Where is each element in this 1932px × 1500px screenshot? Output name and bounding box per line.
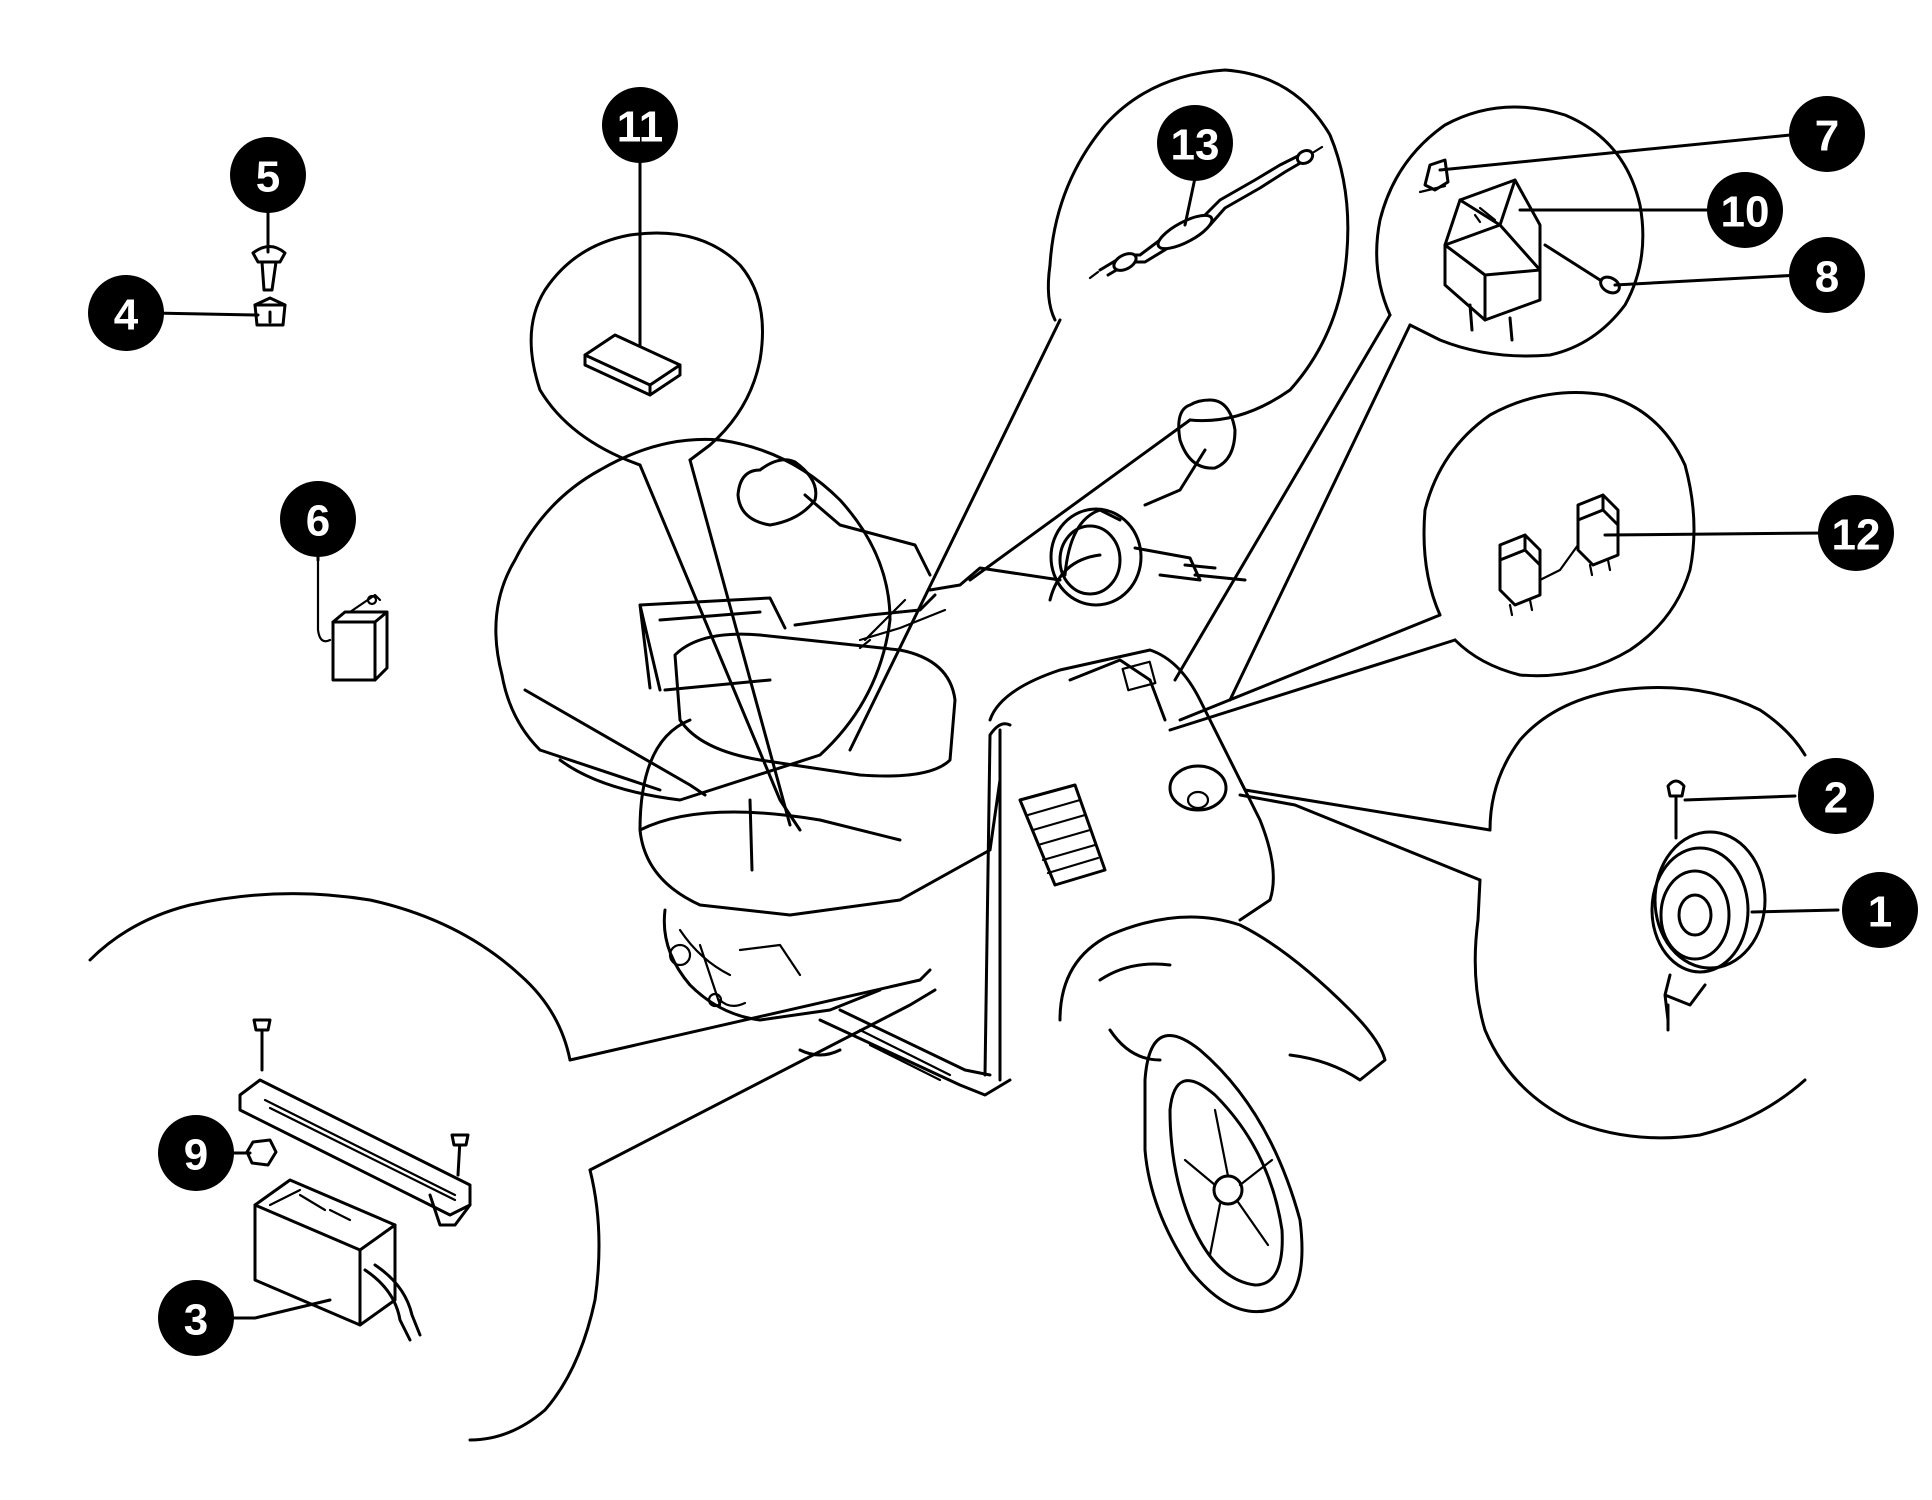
callout-11-badge bbox=[602, 87, 678, 163]
detail-circle-1-2 bbox=[1238, 686, 1807, 1140]
callout-2-label: 2 bbox=[1824, 774, 1848, 823]
detail-views bbox=[88, 68, 1807, 1442]
callout-9-label: 9 bbox=[184, 1131, 208, 1180]
callout-9-badge bbox=[158, 1115, 234, 1191]
scooter-illustration bbox=[638, 398, 1387, 1314]
callout-2-badge bbox=[1798, 758, 1874, 834]
callout-12-label: 12 bbox=[1832, 511, 1881, 560]
callout-9: 9 bbox=[158, 1115, 234, 1191]
callout-4-badge bbox=[88, 275, 164, 351]
detail-circle-13 bbox=[848, 68, 1350, 752]
callout-5-badge bbox=[230, 137, 306, 213]
callout-13-label: 13 bbox=[1171, 121, 1220, 170]
callout-7-badge bbox=[1789, 96, 1865, 172]
callout-6: 6 bbox=[280, 481, 356, 557]
detail-circle-11 bbox=[529, 231, 802, 832]
callout-3: 3 bbox=[158, 1280, 234, 1356]
callout-12-badge bbox=[1818, 495, 1894, 571]
callout-3-label: 3 bbox=[184, 1296, 208, 1345]
callout-7-label: 7 bbox=[1815, 112, 1839, 161]
callout-8-badge bbox=[1789, 237, 1865, 313]
callout-11-label: 11 bbox=[617, 103, 664, 152]
callout-6-label: 6 bbox=[306, 497, 330, 546]
callout-5-label: 5 bbox=[256, 153, 280, 202]
callout-4-label: 4 bbox=[114, 291, 139, 340]
callout-2: 2 bbox=[1798, 758, 1874, 834]
callout-12: 12 bbox=[1818, 495, 1894, 571]
detail-circle-6 bbox=[316, 437, 892, 802]
callout-8-label: 8 bbox=[1815, 253, 1839, 302]
callout-8: 8 bbox=[1789, 237, 1865, 313]
callout-11: 11 bbox=[602, 87, 678, 163]
detail-circle-7-8-10 bbox=[1173, 105, 1645, 702]
callout-1-label: 1 bbox=[1868, 888, 1892, 937]
callout-5: 5 bbox=[230, 137, 306, 213]
callout-6-badge bbox=[280, 481, 356, 557]
detail-items-4-5 bbox=[251, 245, 287, 327]
callout-leaders bbox=[150, 132, 1840, 1320]
callout-1-badge bbox=[1842, 872, 1918, 948]
callout-10-badge bbox=[1707, 172, 1783, 248]
callout-10: 10 bbox=[1707, 172, 1783, 248]
detail-circle-3-9 bbox=[88, 892, 937, 1442]
callout-4: 4 bbox=[88, 275, 164, 351]
callout-10-label: 10 bbox=[1721, 188, 1770, 237]
callout-13-badge bbox=[1157, 105, 1233, 181]
callout-3-badge bbox=[158, 1280, 234, 1356]
detail-circle-12 bbox=[1168, 391, 1696, 732]
callout-13: 13 bbox=[1157, 105, 1233, 181]
callout-7: 7 bbox=[1789, 96, 1865, 172]
callout-1: 1 bbox=[1842, 872, 1918, 948]
